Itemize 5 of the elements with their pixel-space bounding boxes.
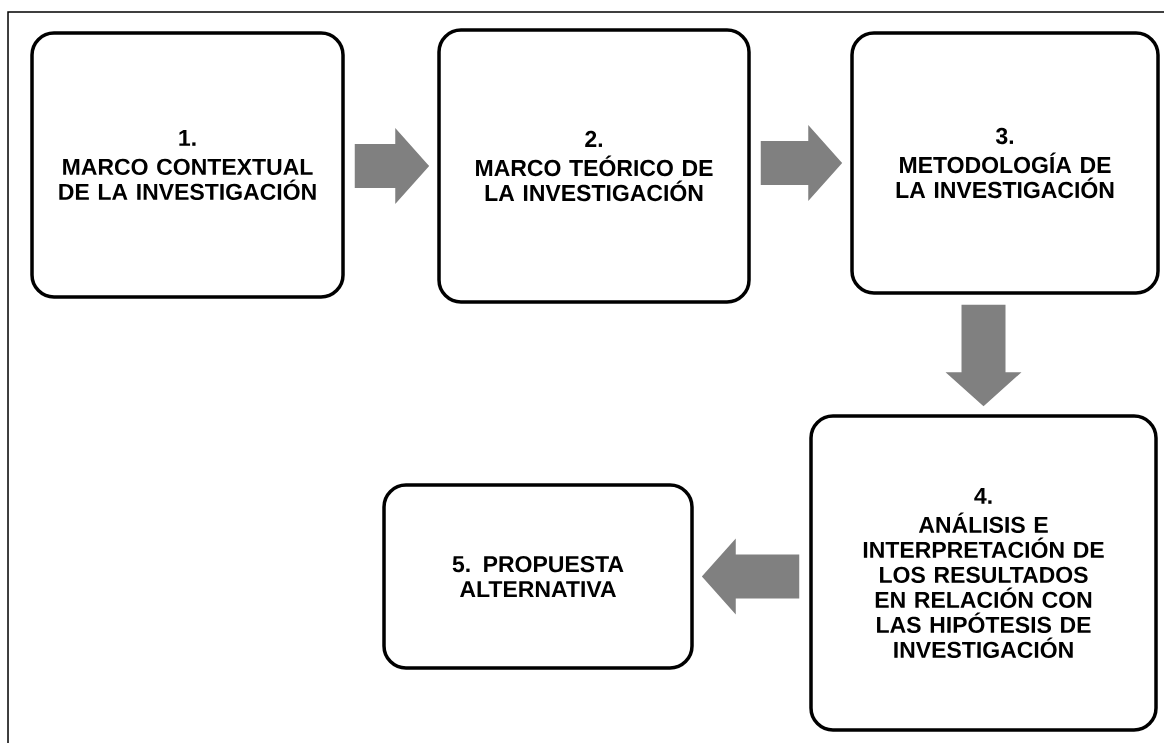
process-box: 5. PROPUESTA ALTERNATIVA (382, 483, 694, 670)
process-box: 3. METODOLOGÍA DE LA INVESTIGACIÓN (850, 31, 1160, 295)
process-box: 1. MARCO CONTEXTUAL DE LA INVESTIGACIÓN (30, 31, 345, 299)
process-box: 2. MARCO TEÓRICO DE LA INVESTIGACIÓN (437, 28, 751, 304)
process-box: 4. ANÁLISIS E INTERPRETACIÓN DE LOS RESULTADOS EN RELACIÓN CON LAS HIPÓTESIS DE INVESTIGACIÓN (809, 414, 1158, 732)
